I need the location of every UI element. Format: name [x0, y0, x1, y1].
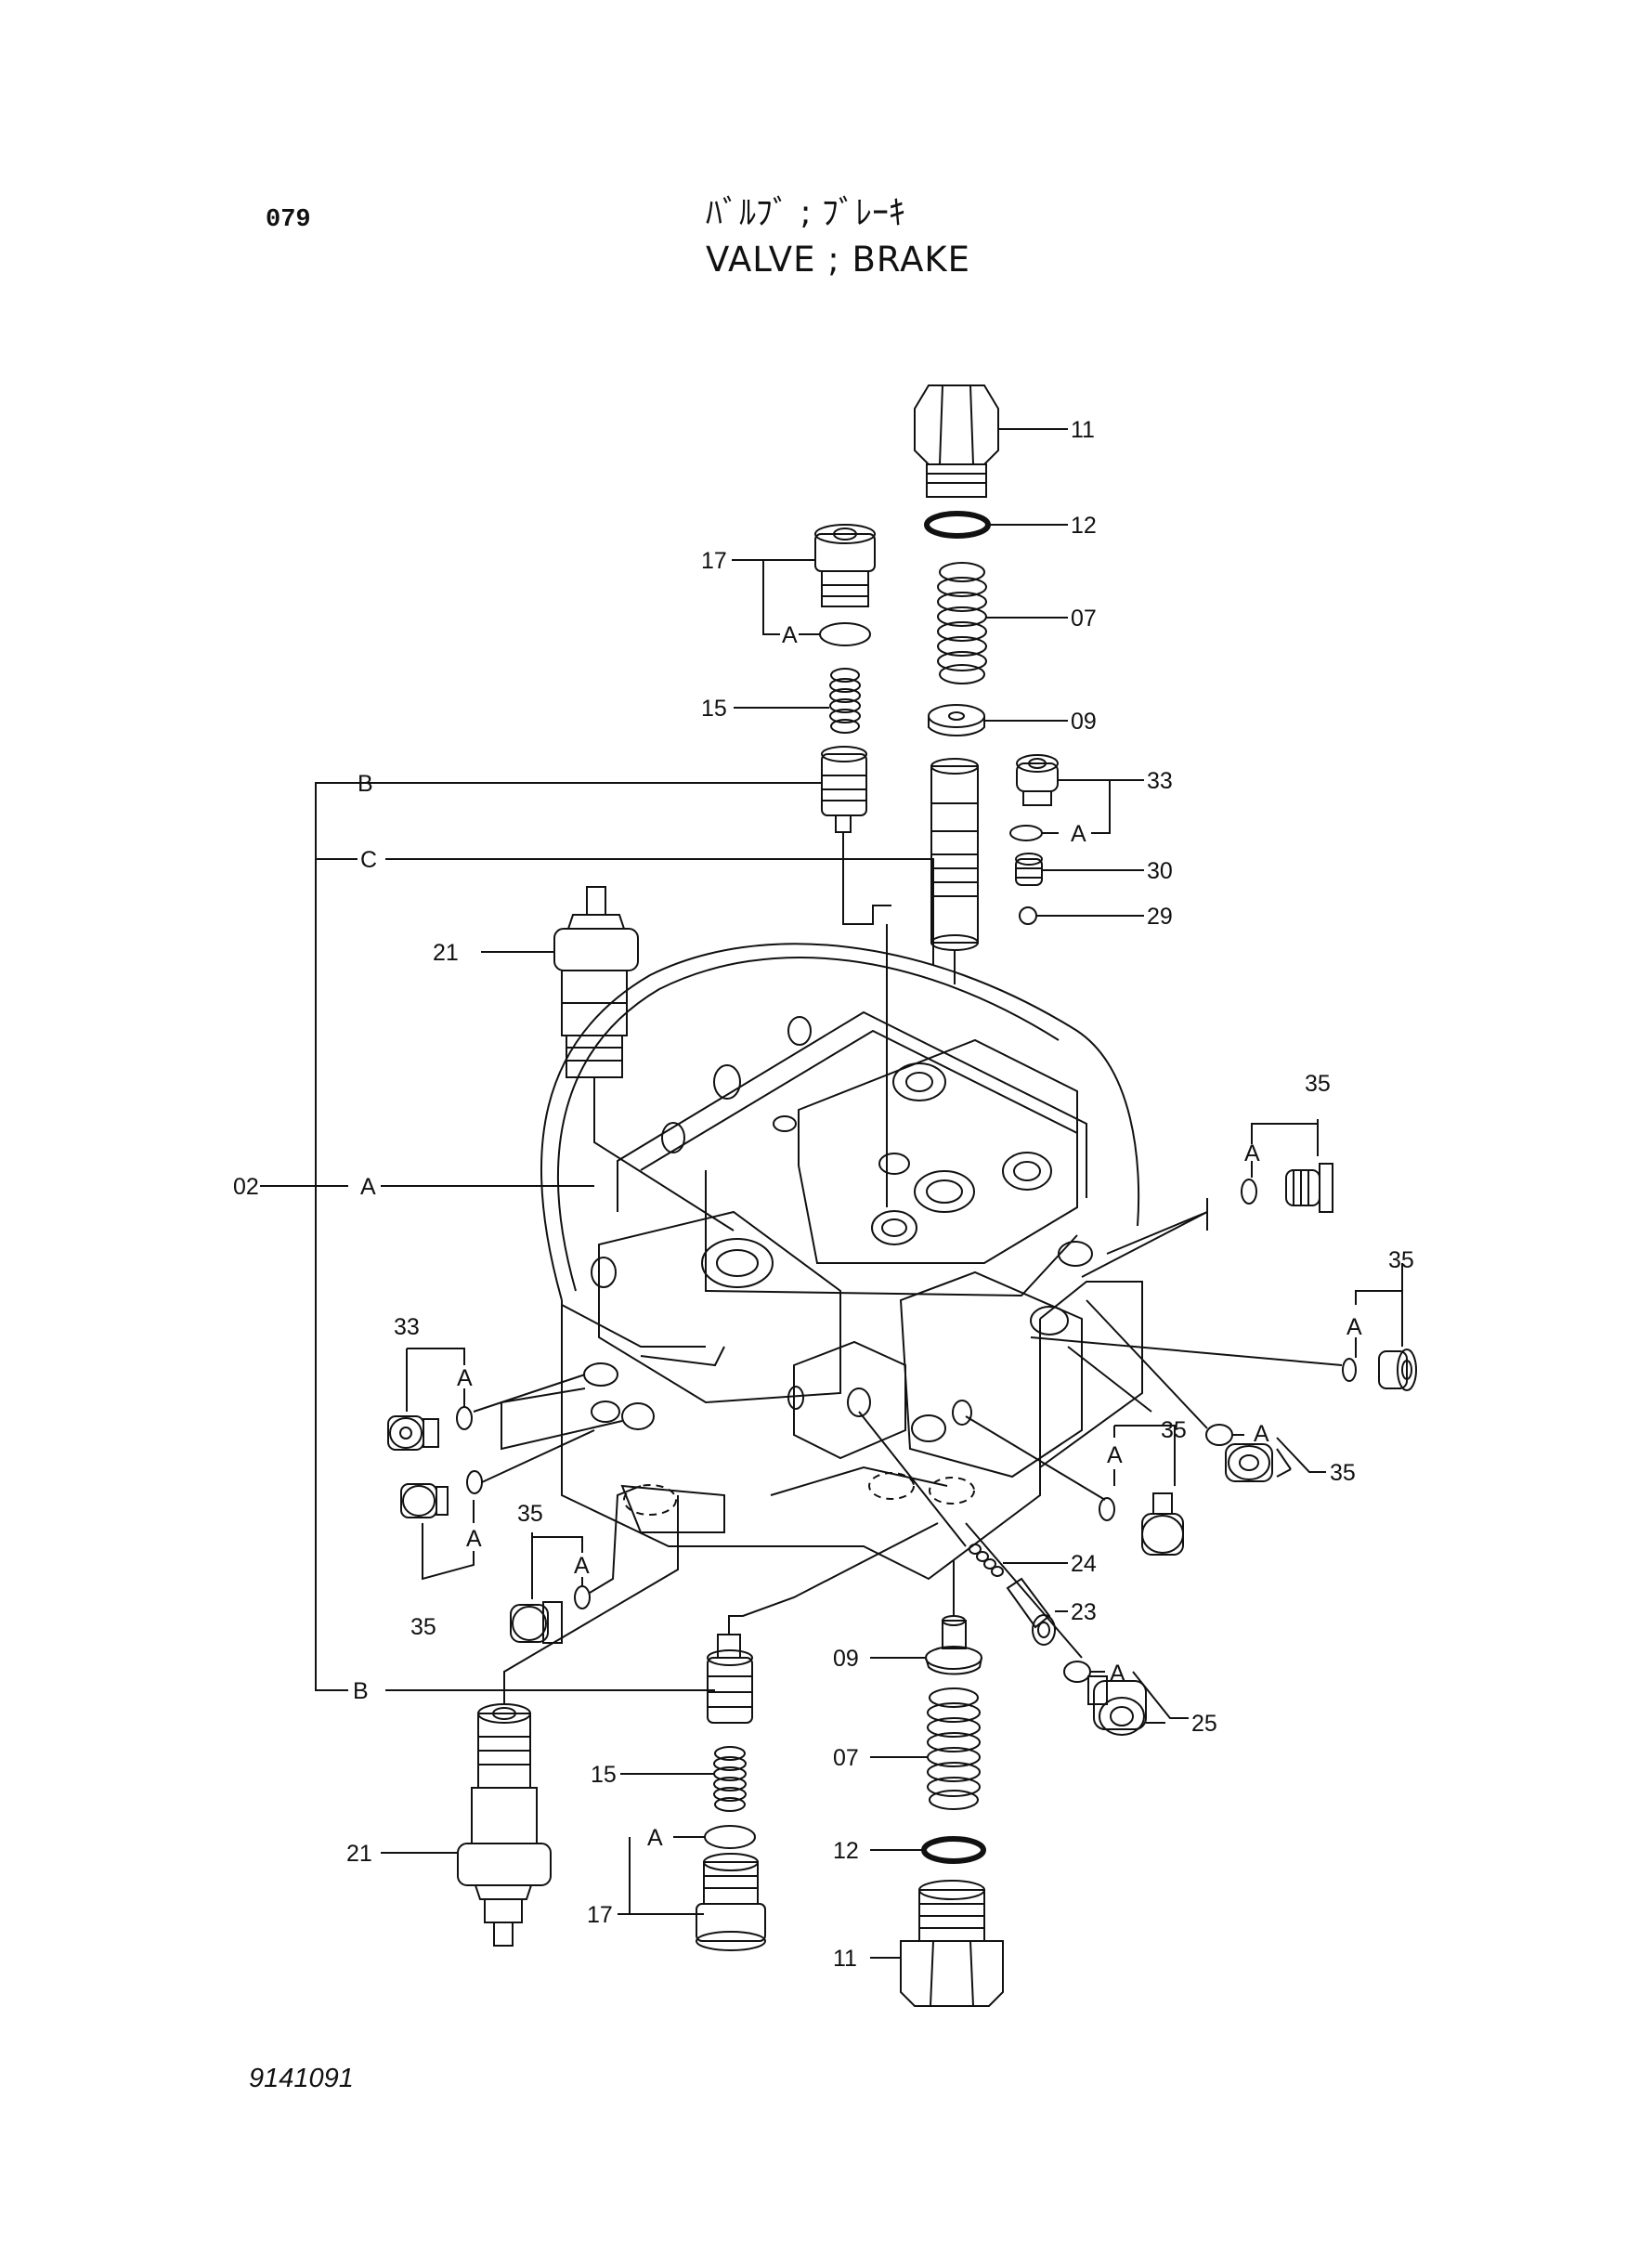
valve-body: [540, 943, 1143, 1581]
callout-23: 23: [1071, 1599, 1097, 1625]
callout-a-35-left: A: [466, 1526, 482, 1552]
callout-09-top: 09: [1071, 709, 1097, 735]
callout-35-right2: 35: [1388, 1247, 1414, 1273]
callout-33-left: 33: [394, 1314, 420, 1340]
callout-a-33-top: A: [1071, 821, 1086, 847]
check-valve-23: [1006, 1577, 1068, 1646]
cap-17-bottom: [618, 1837, 766, 1951]
callout-a-33-left: A: [457, 1365, 473, 1391]
callout-15-bottom: 15: [591, 1762, 617, 1788]
title-english: VALVE ; BRAKE: [706, 240, 971, 280]
callout-a-25: A: [1110, 1661, 1125, 1687]
callout-25: 25: [1191, 1711, 1217, 1737]
ref-a: A: [360, 1174, 376, 1200]
callout-12-bottom: 12: [833, 1838, 859, 1864]
callout-labels: 11 12 07 09 17 A 15 33 A 30 29 B C 21 02…: [233, 417, 1414, 1972]
callout-30: 30: [1147, 858, 1173, 884]
callout-17-bottom: 17: [587, 1902, 613, 1928]
plug-35-left2: [510, 1485, 642, 1644]
plug-35-right3: [1067, 1299, 1326, 1482]
plug-35-right2: [1030, 1263, 1417, 1391]
reference-lines: [260, 782, 934, 1691]
page-number: 079: [266, 206, 311, 234]
callout-07-top: 07: [1071, 606, 1097, 632]
callout-35-right1: 35: [1305, 1071, 1331, 1097]
plug-33-left: [387, 1348, 623, 1451]
spring-24: [858, 1411, 1068, 1577]
title-japanese: ﾊﾞﾙﾌﾞ ; ﾌﾞﾚｰｷ: [706, 194, 906, 232]
spring-07-bottom: [870, 1687, 981, 1810]
callout-35-left2: 35: [517, 1501, 543, 1527]
callout-15-top: 15: [701, 696, 727, 722]
plug-11-bottom: [870, 1880, 1004, 2007]
plug-11-top: [914, 384, 1068, 498]
seat-09-bottom: [870, 1560, 982, 1675]
plug-35-mid-right: [965, 1415, 1184, 1556]
body-ports: [583, 1016, 1093, 1516]
relief-valve-21-top: [481, 886, 735, 1231]
callout-07-bottom: 07: [833, 1745, 859, 1771]
callout-35-right3: 35: [1330, 1460, 1356, 1486]
callout-21-top: 21: [433, 940, 459, 966]
o-ring-12-bottom: [921, 1836, 986, 1864]
ref-b-bottom: B: [353, 1678, 369, 1704]
callout-35-mid: 35: [1161, 1417, 1187, 1443]
poppet-bottom: [707, 1522, 939, 1724]
callout-11-bottom: 11: [833, 1946, 857, 1972]
ball-29: [1019, 906, 1037, 925]
callout-a-35-left2: A: [574, 1553, 590, 1579]
callout-a-35-mid: A: [1107, 1442, 1123, 1468]
callout-09-bottom: 09: [833, 1646, 859, 1672]
o-ring-12-top: [924, 511, 991, 539]
orifice-30: [1015, 853, 1144, 886]
cap-17-top: [732, 524, 876, 607]
poppet-top: [821, 746, 891, 925]
callout-a-35-right1: A: [1244, 1140, 1260, 1166]
callout-35-left: 35: [410, 1614, 436, 1640]
callout-a-35-right2: A: [1346, 1314, 1362, 1340]
callout-17-top: 17: [701, 548, 727, 574]
spring-15-bottom: [620, 1746, 747, 1812]
spring-07-top: [937, 562, 1068, 684]
drawing-number: 9141091: [249, 2064, 354, 2093]
callout-21-bottom: 21: [346, 1841, 372, 1867]
ref-b-top: B: [358, 771, 373, 797]
callout-24: 24: [1071, 1551, 1097, 1577]
callout-a-35-right3: A: [1254, 1421, 1269, 1447]
spring-15-top: [734, 668, 861, 734]
ref-c: C: [360, 847, 377, 873]
plug-33-top: [1016, 754, 1144, 834]
callout-11-top: 11: [1071, 417, 1095, 443]
callout-02: 02: [233, 1174, 259, 1200]
callout-a-17-top: A: [782, 622, 798, 648]
relief-valve-21-bottom: [381, 1495, 679, 1947]
plug-35-left: [400, 1429, 595, 1581]
callout-29: 29: [1147, 904, 1173, 930]
o-ring-a-bottom: [704, 1825, 756, 1849]
plug-35-right1: [1081, 1119, 1333, 1278]
callout-a-17-bottom: A: [647, 1825, 663, 1851]
spool-top: [930, 758, 979, 984]
plug-25: [965, 1522, 1189, 1736]
seat-09-top: [928, 704, 1068, 736]
callout-33-top: 33: [1147, 768, 1173, 794]
callout-12-top: 12: [1071, 513, 1097, 539]
